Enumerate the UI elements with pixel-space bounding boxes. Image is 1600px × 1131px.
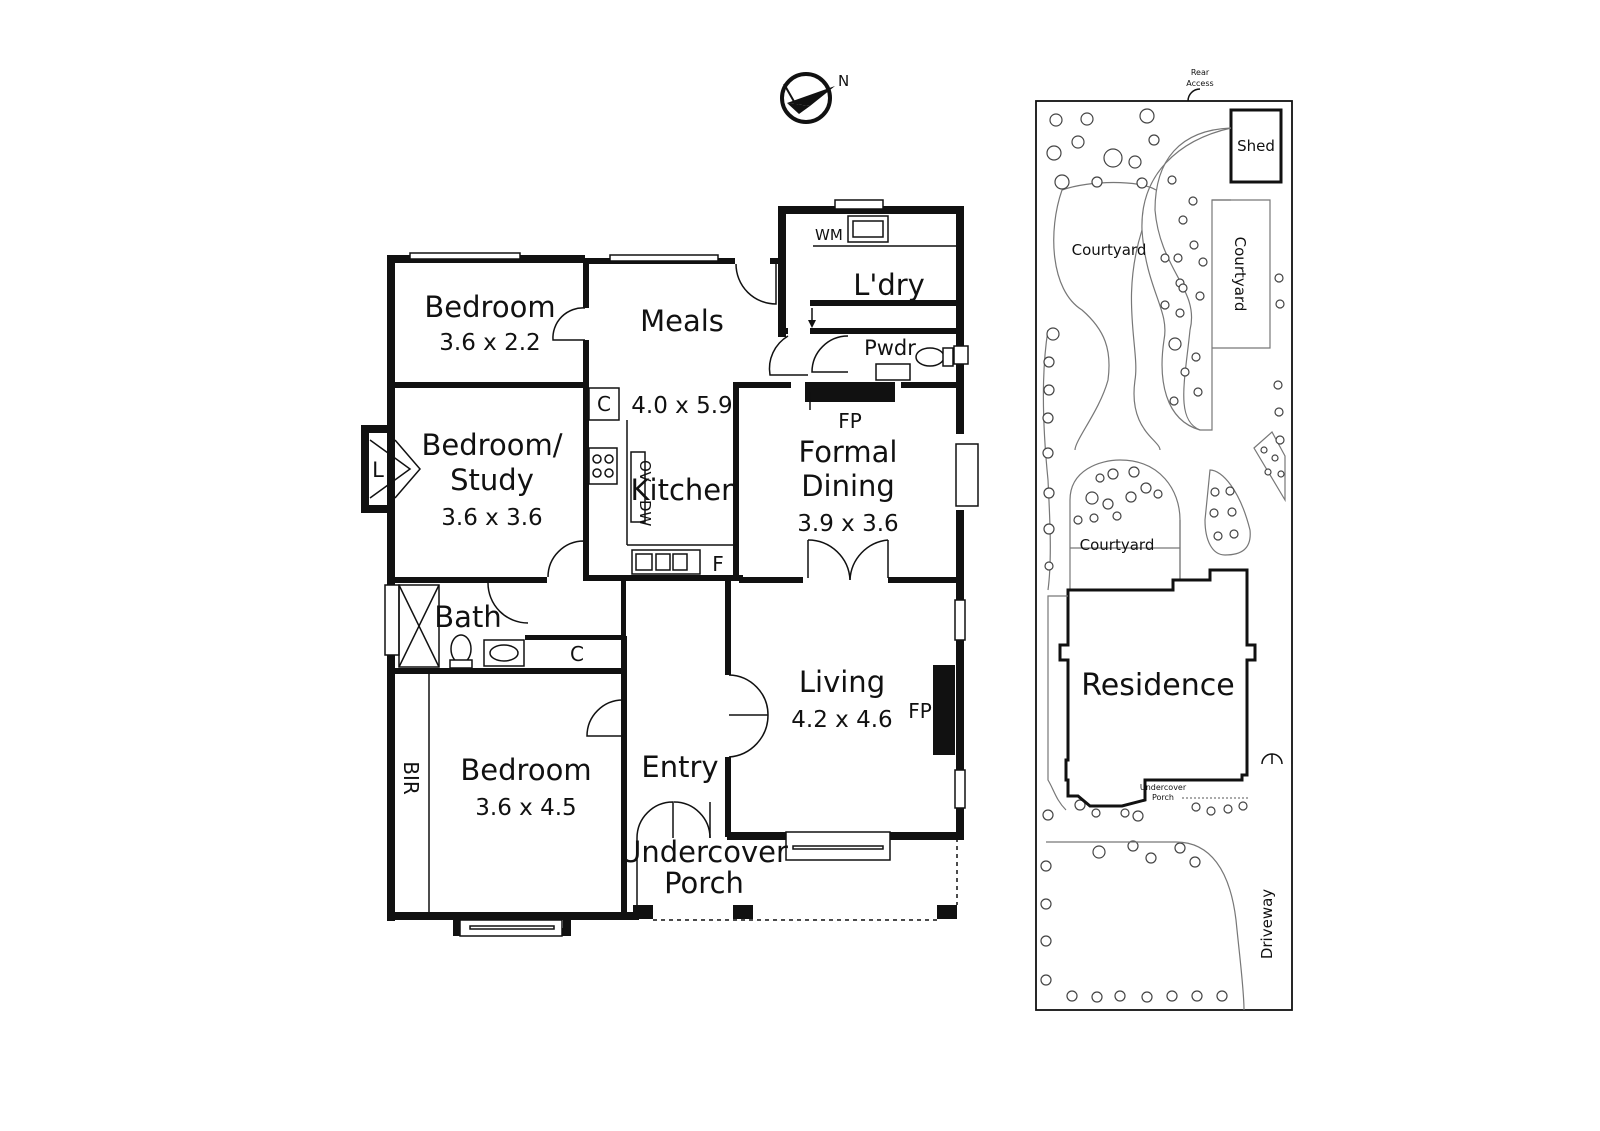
porch-label-line2: Porch (664, 866, 744, 900)
site-courtyard-2-label: Courtyard (1231, 237, 1249, 312)
bedroom-main-dims: 3.6 x 4.5 (475, 795, 576, 821)
living-fireplace-label: FP (908, 699, 932, 723)
bedroom-study-label-line1: Bedroom/ (422, 428, 563, 462)
bedroom-study-label-line2: Study (450, 463, 534, 497)
interior-walls (387, 258, 961, 918)
bir-label: BIR (399, 761, 423, 795)
bedroom-study-dims: 3.6 x 3.6 (441, 505, 542, 531)
garden-shrubs (1040, 108, 1285, 1003)
compass-north-label: N (838, 72, 849, 90)
site-boundary (1035, 100, 1293, 1011)
washing-machine-label: WM (815, 226, 843, 244)
driveway-label: Driveway (1258, 889, 1276, 959)
porch-outline (653, 838, 958, 921)
bedroom-1-label: Bedroom (424, 290, 555, 324)
formal-dining-dims: 3.9 x 3.6 (797, 511, 898, 537)
formal-dining-fireplace-label: FP (838, 409, 862, 433)
cupboard-2-label: C (570, 642, 584, 666)
meals-dims: 4.0 x 5.9 (631, 393, 732, 419)
meals-label: Meals (640, 304, 724, 338)
porch-label-line1: Undercover (620, 835, 788, 869)
formal-dining-label-line1: Formal (799, 435, 898, 469)
rear-access-line2: Access (1186, 79, 1213, 88)
fixtures (398, 215, 956, 912)
residence-footprint (1058, 568, 1257, 808)
site-courtyard-3-label: Courtyard (1080, 536, 1155, 554)
site-plan: Rear Access Shed (1035, 68, 1293, 1011)
laundry-label: L'dry (853, 268, 925, 302)
site-courtyard-1-label: Courtyard (1072, 241, 1147, 259)
dishwasher-label: DW (636, 500, 654, 527)
site-porch-line2: Porch (1152, 793, 1174, 802)
entry-label: Entry (641, 750, 718, 784)
living-dims: 4.2 x 4.6 (791, 707, 892, 733)
shed-label: Shed (1237, 137, 1275, 155)
bath-label: Bath (434, 600, 501, 634)
oven-label: OV (636, 460, 654, 483)
fridge-label: F (712, 552, 724, 576)
shed-outline (1229, 108, 1283, 184)
linen-cupboard-label: L (372, 458, 384, 482)
compass-icon (780, 72, 835, 124)
cupboard-1-label: C (597, 392, 611, 416)
residence-label: Residence (1081, 668, 1234, 703)
living-label: Living (799, 665, 885, 699)
bedroom-main-label: Bedroom (460, 753, 591, 787)
site-porch-line1: Undercover (1140, 783, 1187, 792)
formal-dining-label-line2: Dining (801, 469, 895, 503)
door-swings (369, 263, 889, 905)
kitchen-label: Kitchen (631, 473, 740, 507)
rear-access-gate (1187, 88, 1201, 102)
windows (384, 199, 979, 937)
rear-access-line1: Rear (1191, 68, 1210, 77)
powder-label: Pwdr (864, 336, 916, 360)
floor-plan: Bedroom 3.6 x 2.2 Meals 4.0 x 5.9 L'dry … (361, 199, 979, 937)
bedroom-1-dims: 3.6 x 2.2 (439, 330, 540, 356)
